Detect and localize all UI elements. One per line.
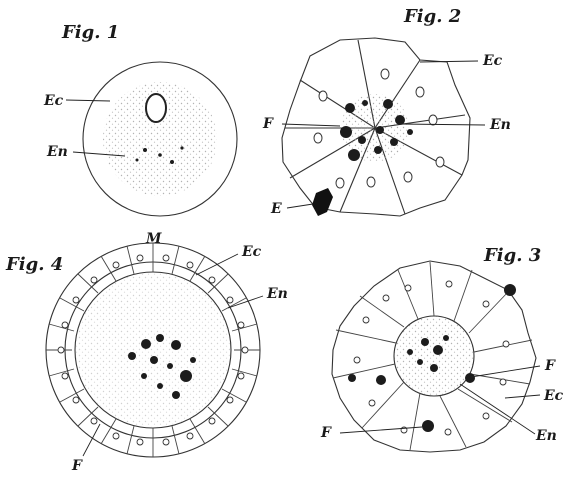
figure-4: Fig. 4 (5, 231, 288, 474)
figure-3: Fig. 3 (320, 245, 564, 452)
figure-3-title: Fig. 3 (483, 245, 541, 266)
leader-f-right-fig3 (471, 366, 540, 377)
figure-1-title: Fig. 1 (61, 22, 119, 43)
leader-e-fig2 (287, 204, 313, 208)
label-ec-fig4: Ec (241, 244, 262, 260)
figure-4-title: Fig. 4 (5, 254, 63, 275)
label-en: En (46, 144, 68, 160)
label-ec-fig3: Ec (543, 388, 564, 404)
label-f-fig4: F (71, 458, 83, 474)
figure-2-title: Fig. 2 (403, 6, 461, 27)
label-f2-fig3: F (320, 425, 332, 441)
external-cell-blob (312, 188, 333, 216)
leader-ec-fig1 (66, 100, 110, 101)
label-ec-fig2: Ec (482, 53, 503, 69)
leader-ec-fig3 (505, 395, 540, 398)
label-ec: Ec (43, 93, 64, 109)
label-e-fig2: E (270, 201, 282, 217)
figure-1: Fig. 1 Ec En (43, 22, 237, 216)
leader-f-fig4 (83, 424, 100, 456)
leader-en-fig3 (460, 384, 535, 434)
label-en-fig2: En (489, 117, 511, 133)
figure-2: Fig. 2 (262, 6, 511, 217)
label-f-fig3: F (544, 358, 556, 374)
nucleus (146, 94, 166, 122)
label-f-fig2: F (262, 116, 274, 132)
leader-f-left-fig3 (340, 427, 422, 433)
leader-f-fig2 (282, 124, 340, 126)
leader-ec-fig4 (196, 254, 238, 275)
label-m: M (145, 231, 162, 247)
cavity-stipple (76, 273, 230, 427)
label-en-fig4: En (266, 286, 288, 302)
label-en-fig3: En (535, 428, 557, 444)
leader-en-fig2 (400, 124, 485, 125)
